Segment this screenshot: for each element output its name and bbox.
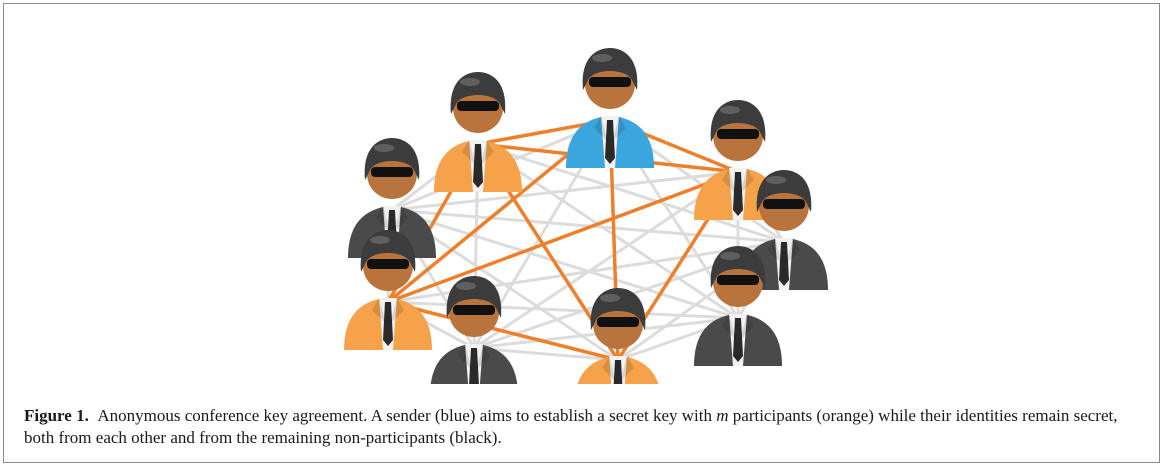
tie-shape xyxy=(605,120,615,164)
orange-person-icon xyxy=(434,72,522,192)
caption-text-part-2: participants (orange) while their identi… xyxy=(24,406,1118,447)
lapel-right xyxy=(620,356,634,382)
sunglasses-icon xyxy=(597,317,639,327)
tie-shape xyxy=(613,360,623,384)
grey-link xyxy=(477,142,739,320)
lapel-left xyxy=(594,116,608,142)
head-highlight xyxy=(592,54,612,62)
caption-label: Figure 1. xyxy=(24,406,89,425)
lapel-left xyxy=(372,298,386,324)
sunglasses-icon xyxy=(367,259,409,269)
grey-link xyxy=(477,142,785,244)
lapel-left xyxy=(458,344,472,370)
figure-caption: Figure 1. Anonymous conference key agree… xyxy=(24,405,1134,449)
conference-key-figure xyxy=(300,12,860,384)
black-person-icon xyxy=(430,276,518,384)
lapel-right xyxy=(740,168,754,194)
head-highlight xyxy=(460,78,480,86)
lapel-right xyxy=(476,344,490,370)
tie-shape xyxy=(469,348,479,384)
tie-shape xyxy=(383,302,393,346)
lapel-right xyxy=(390,298,404,324)
sunglasses-icon xyxy=(453,305,495,315)
network-illustration xyxy=(344,48,828,384)
sunglasses-icon xyxy=(717,275,759,285)
black-person-icon xyxy=(694,246,782,366)
lapel-right xyxy=(612,116,626,142)
hair-shape xyxy=(360,230,416,272)
hair-shape xyxy=(710,100,766,142)
lapel-left xyxy=(768,238,782,264)
hair-shape xyxy=(710,246,766,288)
lapel-right xyxy=(480,140,494,166)
head-highlight xyxy=(720,252,740,260)
head-highlight xyxy=(600,294,620,302)
tie-shape xyxy=(733,318,743,362)
hair-shape xyxy=(756,170,812,212)
sunglasses-icon xyxy=(589,77,631,87)
hair-shape xyxy=(446,276,502,318)
lapel-left xyxy=(462,140,476,166)
lapel-right xyxy=(786,238,800,264)
tie-shape xyxy=(779,242,789,286)
orange-link xyxy=(387,300,619,362)
lapel-left xyxy=(376,206,390,232)
grey-link xyxy=(391,170,739,212)
head-highlight xyxy=(720,106,740,114)
grey-link xyxy=(473,346,619,362)
orange-person-icon xyxy=(577,288,659,384)
orange-link xyxy=(387,170,739,304)
head-highlight xyxy=(374,144,394,152)
tie-shape xyxy=(473,144,483,188)
lapel-left xyxy=(722,314,736,340)
grey-link xyxy=(391,208,739,320)
hair-shape xyxy=(450,72,506,114)
hair-shape xyxy=(364,138,420,180)
orange-person-icon xyxy=(344,230,432,350)
head-highlight xyxy=(456,282,476,290)
lapel-left xyxy=(602,356,616,382)
head-highlight xyxy=(370,236,390,244)
blue-person-icon xyxy=(566,48,654,168)
sunglasses-icon xyxy=(371,167,413,177)
hair-shape xyxy=(582,48,638,90)
sunglasses-icon xyxy=(457,101,499,111)
caption-variable-m: m xyxy=(716,406,729,425)
people-group xyxy=(344,48,828,384)
orange-person-icon xyxy=(694,100,782,220)
tie-shape xyxy=(733,172,743,216)
sunglasses-icon xyxy=(717,129,759,139)
head-highlight xyxy=(766,176,786,184)
lapel-right xyxy=(740,314,754,340)
sunglasses-icon xyxy=(763,199,805,209)
hair-shape xyxy=(590,288,646,330)
figure-frame xyxy=(3,3,1160,463)
lapel-right xyxy=(394,206,408,232)
grey-link xyxy=(473,170,739,350)
caption-text-part-1: Anonymous conference key agreement. A se… xyxy=(97,406,712,425)
lapel-left xyxy=(722,168,736,194)
